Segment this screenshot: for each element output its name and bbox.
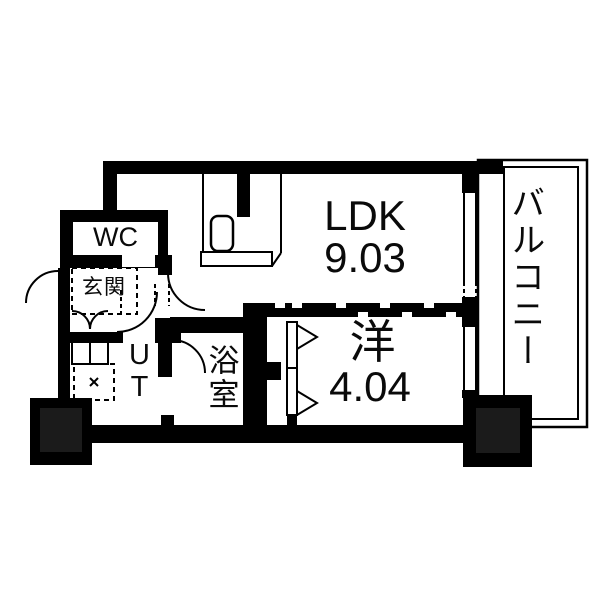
top-wall — [103, 161, 503, 174]
closet-left-wall — [243, 315, 267, 425]
closet-mid-tab — [267, 362, 281, 380]
right-wall-bottom — [462, 390, 478, 398]
entrance-area — [25, 267, 158, 365]
ut-bath-wall-stub — [161, 415, 174, 425]
entrance-door-arc — [25, 270, 59, 304]
kitchen-stub-wall — [237, 174, 250, 217]
folding-door-triangle — [296, 389, 319, 417]
walls — [30, 161, 503, 443]
ldk-window — [463, 193, 477, 300]
washer-space — [73, 363, 115, 401]
entrance-label: 玄関 — [82, 276, 126, 299]
hall-door-stub — [158, 255, 172, 275]
entrance-step-dashed — [71, 267, 138, 315]
closet-door-stub — [287, 415, 297, 425]
shoe-cabinet-door-arc — [89, 310, 109, 330]
bottom-wall — [30, 425, 463, 443]
ldk-door — [154, 272, 206, 311]
balcony-label: バルコニー — [505, 185, 544, 370]
ldk-door-arc — [167, 272, 206, 311]
wc-room — [73, 222, 158, 267]
kitchen-unit — [200, 174, 282, 267]
room-divider-wall — [243, 303, 477, 317]
utility-label: UT — [123, 339, 156, 403]
western-room-area: 4.04 — [329, 363, 411, 410]
bathroom-label: 浴室 — [203, 344, 239, 412]
bath-top-wall — [170, 317, 243, 333]
hall-door-arc — [116, 291, 158, 333]
wc-door-opening — [122, 255, 155, 267]
entrance-bottom-wall — [60, 332, 123, 343]
ldk-room-area: 9.03 — [324, 234, 406, 281]
shoe-cabinet — [71, 341, 91, 365]
ldk-room-label: LDK — [324, 192, 406, 239]
top-left-wall — [103, 161, 117, 210]
wc-room-label: WC — [93, 222, 138, 252]
kitchen-sink — [209, 214, 235, 253]
closet-doors — [286, 321, 319, 417]
ut-bath-wall — [158, 333, 172, 377]
folding-door-triangle — [296, 323, 319, 351]
western-window — [463, 327, 477, 392]
shoe-cabinet — [89, 341, 109, 365]
pillars — [30, 395, 532, 467]
right-wall-top — [462, 174, 478, 193]
balcony-railing — [476, 158, 589, 429]
western-room-label: 洋 — [349, 316, 396, 368]
bath-door-arc — [171, 339, 206, 374]
